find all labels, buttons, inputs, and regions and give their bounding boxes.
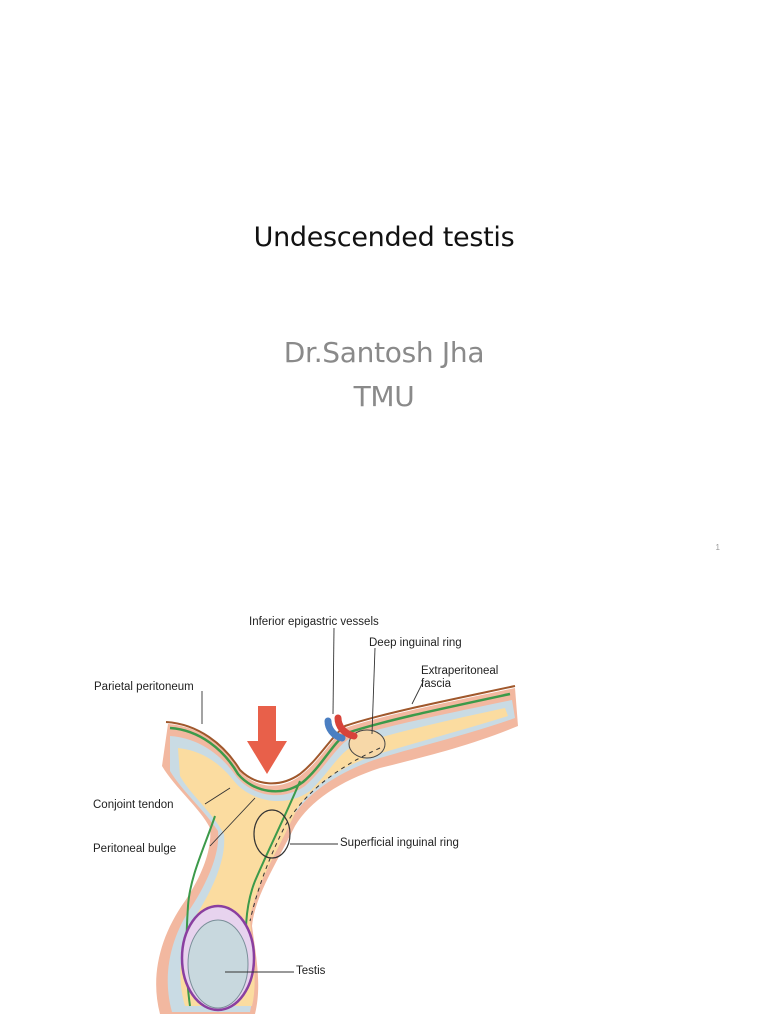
slide-title: Undescended testis (253, 222, 515, 253)
superficial-inguinal-ring (253, 809, 291, 859)
testis-body (187, 919, 249, 1009)
label-testis: Testis (296, 965, 326, 977)
peritoneum-outline-brown (165, 685, 516, 785)
label-deep-inguinal-ring: Deep inguinal ring (369, 637, 462, 649)
inguinal-canal-diagram: Inferior epigastric vessels Deep inguina… (0, 576, 768, 1024)
red-descent-arrow (247, 706, 287, 774)
slide-page-number: 1 (715, 543, 720, 552)
title-slide: Undescended testis Dr.Santosh Jha TMU 1 (253, 222, 720, 552)
label-peritoneal-bulge: Peritoneal bulge (93, 843, 177, 855)
slide-author: Dr.Santosh Jha (283, 336, 485, 369)
label-conjoint-tendon: Conjoint tendon (93, 799, 174, 811)
inguinal-canal-illustration (156, 627, 518, 1014)
label-superficial-inguinal-ring: Superficial inguinal ring (340, 837, 459, 849)
deep-inguinal-ring (348, 729, 386, 759)
canal-axis-dashed (249, 747, 381, 922)
label-extraperitoneal-fascia-1: Extraperitoneal (421, 665, 499, 677)
label-parietal-peritoneum: Parietal peritoneum (94, 681, 194, 693)
parietal-peritoneum-line (169, 692, 511, 793)
inferior-epigastric-vein (324, 717, 346, 742)
label-inferior-epigastric-vessels: Inferior epigastric vessels (249, 616, 379, 628)
slide-institution: TMU (353, 380, 415, 413)
inferior-epigastric-artery (334, 714, 358, 740)
label-extraperitoneal-fascia-2: fascia (421, 678, 452, 690)
